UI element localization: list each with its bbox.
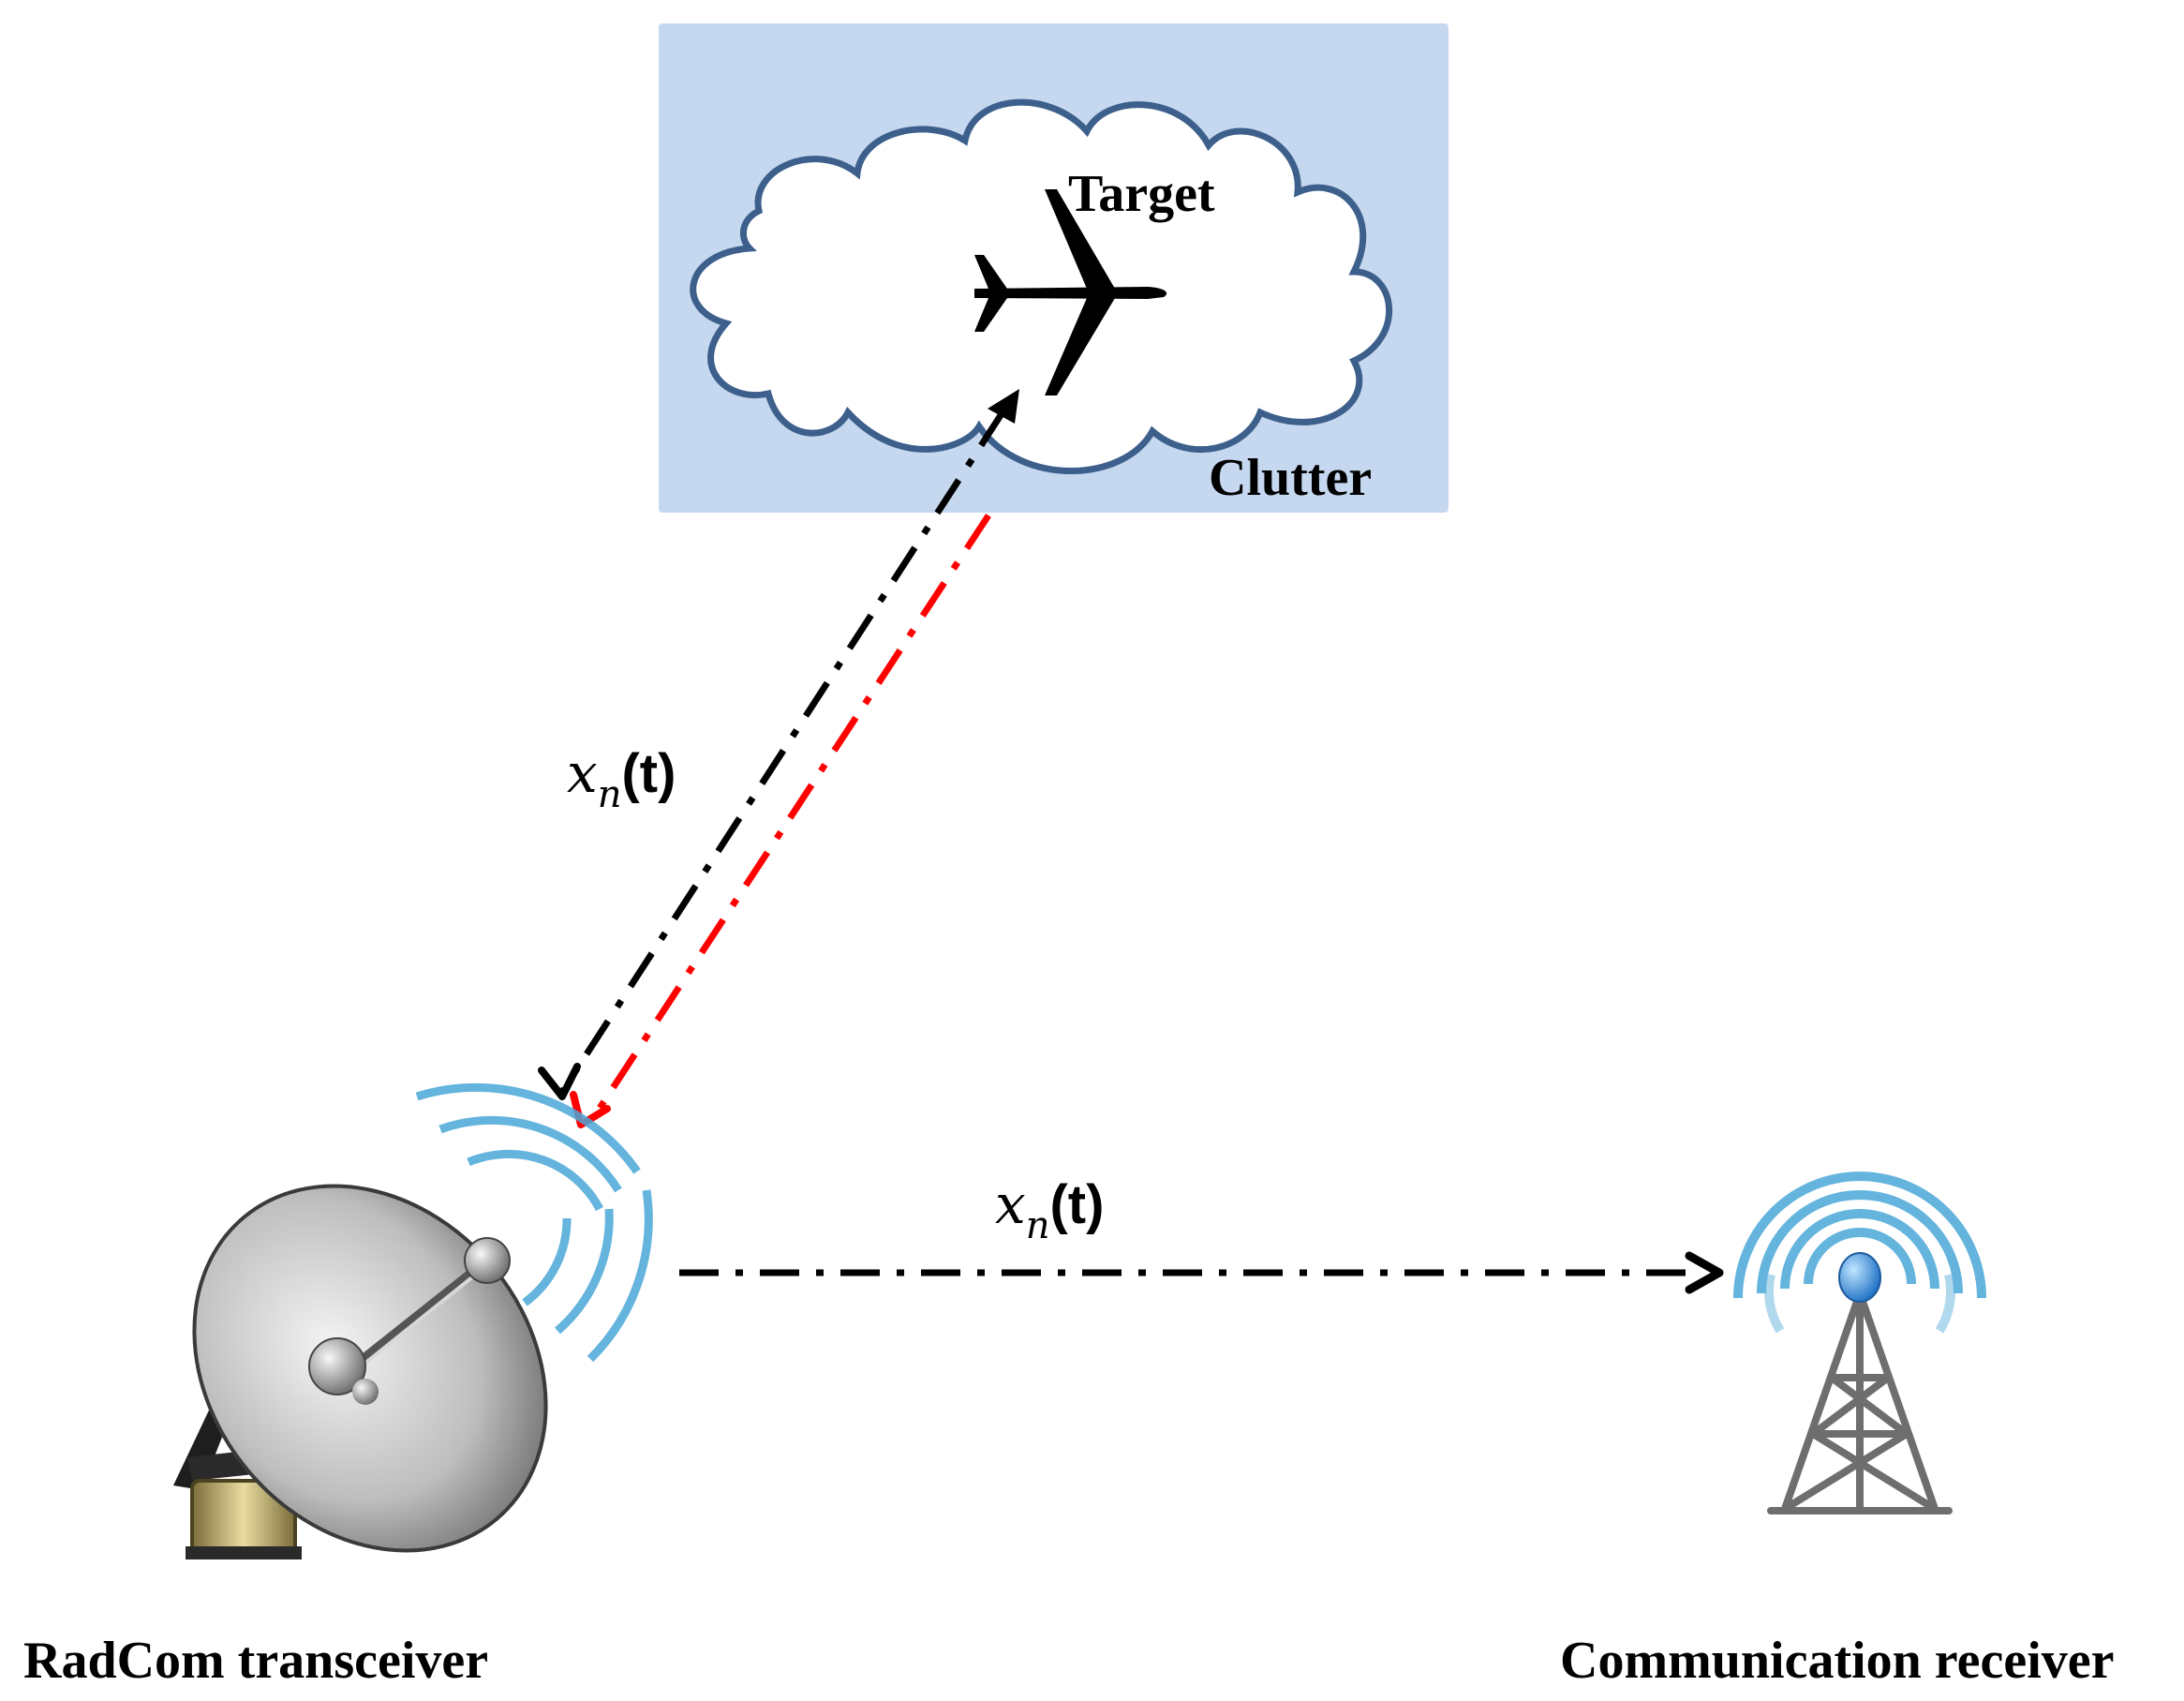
radar-forward-path — [538, 389, 1019, 1100]
comm-signal-label: xn(t) — [995, 1172, 1104, 1247]
radar-signal-label: xn(t) — [567, 741, 676, 816]
clutter-label: Clutter — [1209, 449, 1372, 507]
radar-forward-arrowhead-up — [988, 389, 1019, 424]
clutter-region: Clutter — [659, 23, 1449, 513]
target-label: Target — [1068, 165, 1215, 223]
transceiver-label: RadCom transceiver — [23, 1632, 488, 1690]
echo-path — [570, 514, 991, 1128]
satellite-dish-icon — [173, 1082, 653, 1559]
airplane-icon — [974, 189, 1167, 395]
radar-forward-arrowhead-down — [538, 1063, 581, 1100]
communication-arrowhead — [1685, 1251, 1724, 1294]
radio-tower-icon — [1733, 1171, 1986, 1514]
target-group: Target — [974, 165, 1215, 395]
communication-path — [679, 1251, 1724, 1294]
cloud-icon — [690, 98, 1392, 474]
receiver-label: Communication receiver — [1560, 1632, 2114, 1690]
